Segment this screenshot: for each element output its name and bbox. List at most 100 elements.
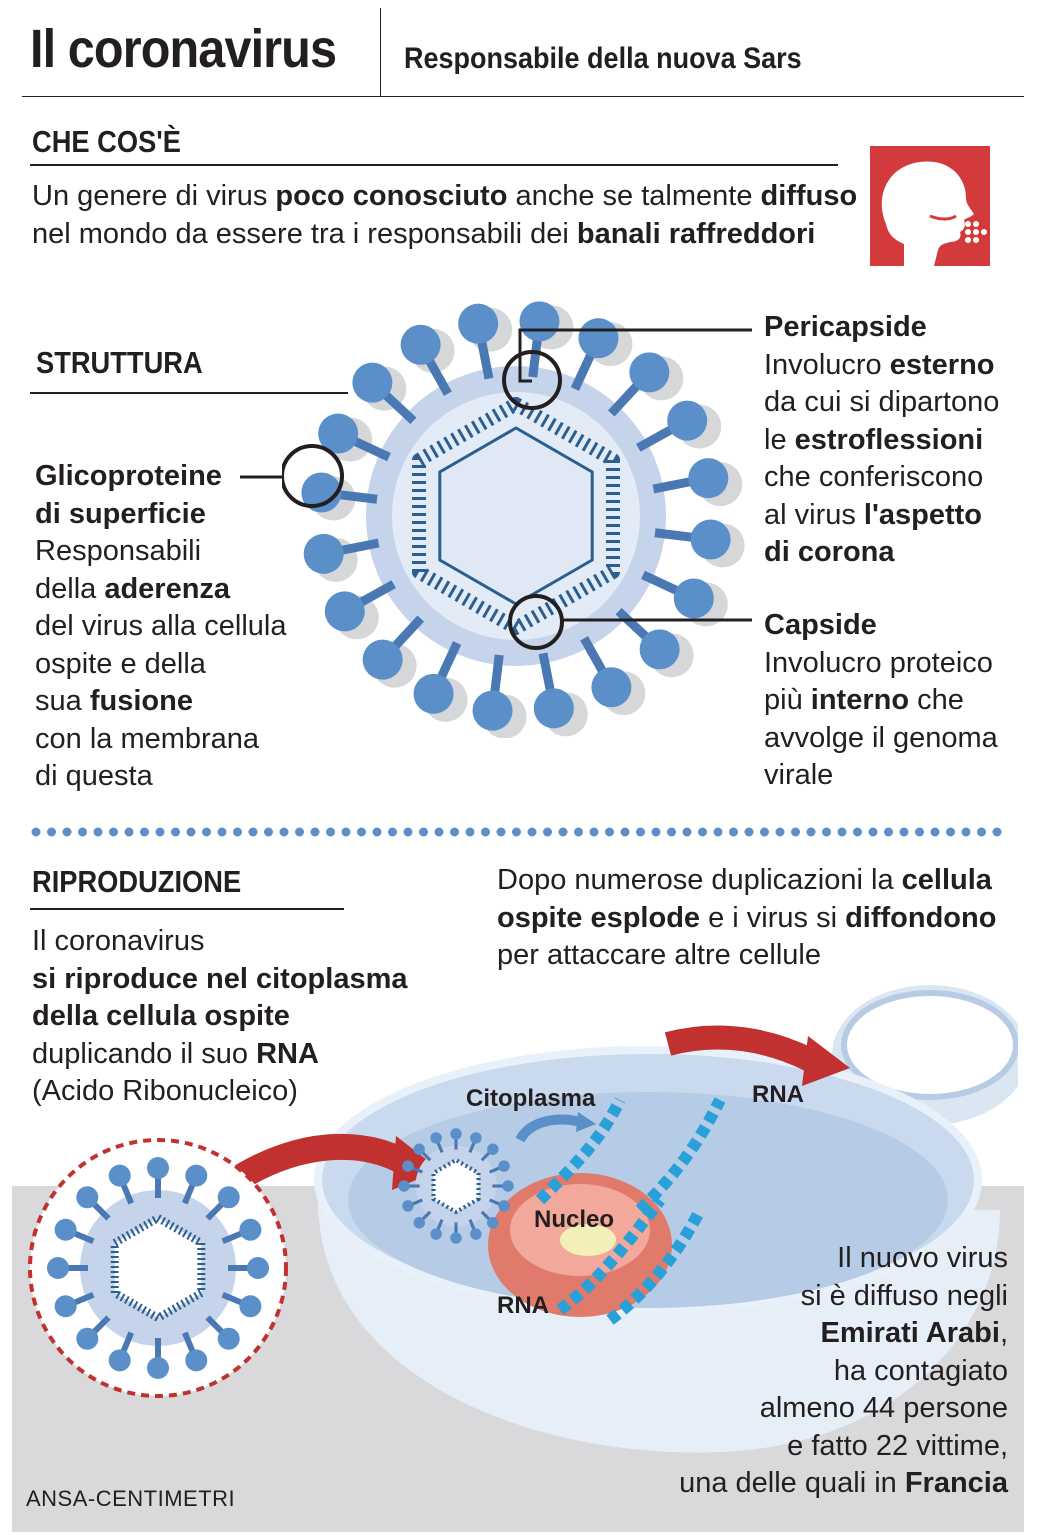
virus-spike-head [470, 1228, 482, 1240]
virus-spike-head [402, 1160, 414, 1172]
glycoprotein-head [639, 629, 680, 670]
virus-spike-head [76, 1186, 99, 1209]
text-line: si è diffuso negli [800, 1279, 1008, 1312]
virus-spike-head [108, 1349, 131, 1372]
glycoprotein-stem [607, 379, 644, 417]
virus-spike-head [185, 1164, 208, 1187]
title-divider [380, 8, 381, 96]
cell-reproduction-diagram [28, 985, 1040, 1453]
virus-spike-head [450, 1232, 462, 1244]
glycoprotein-head [578, 318, 619, 359]
glycoprotein-stem [348, 435, 391, 462]
text-line: Il nuovo virus [837, 1242, 1008, 1274]
text-line: ospite esplode e i virus si diffondono [497, 901, 997, 934]
virus-spike-head [217, 1186, 240, 1209]
virus-spike-head [430, 1228, 442, 1240]
glycoprotein-head [688, 458, 729, 499]
callout-glicoproteine [282, 444, 344, 508]
virus-spike-head [217, 1327, 240, 1350]
text-line: della cellula ospite [32, 1000, 290, 1032]
glycoprotein-head [362, 639, 403, 680]
coronavirus-structure-diagram [282, 301, 745, 738]
label-citoplasma: Citoplasma [466, 1085, 596, 1112]
glycoprotein-head [303, 533, 344, 574]
label-nucleo: Nucleo [534, 1206, 615, 1233]
text-line: ha contagiato [833, 1354, 1008, 1387]
virus-spike-head [398, 1180, 410, 1192]
capside-helix [412, 397, 620, 635]
label-line: sua fusione [35, 685, 193, 717]
label-line: che conferiscono [764, 461, 984, 493]
label-line: Involucro esterno [764, 348, 995, 381]
glycoprotein-stem [528, 334, 543, 378]
label-line: di corona [764, 536, 895, 568]
glycoprotein-head [458, 303, 499, 344]
glycoprotein-stem [336, 538, 380, 556]
glycoprotein-stem [636, 423, 678, 452]
label-line: avvolge il genoma [764, 721, 998, 754]
label-line: con la membrana [35, 722, 260, 755]
virus-spike-head [402, 1200, 414, 1212]
che-cose-text: Un genere di virus poco conosciuto anche… [32, 178, 857, 253]
text-line: (Acido Ribonucleico) [32, 1075, 298, 1107]
label-line: del virus alla cellula [35, 610, 287, 642]
callout-capside [508, 594, 564, 650]
text-line: Dopo numerose duplicazioni la cellula [497, 864, 992, 896]
page-title: Il coronavirus [30, 19, 337, 79]
virus-spike-head [498, 1200, 510, 1212]
glycoprotein-stem [354, 580, 396, 609]
label-line: Involucro proteico [764, 646, 993, 679]
che-cose-line-2: nel mondo da essere tra i responsabili d… [32, 217, 816, 250]
virus-spike-head [430, 1132, 442, 1144]
section-heading-riproduzione: RIPRODUZIONE [32, 864, 242, 899]
header-rule [22, 96, 1024, 97]
label-glicoproteine-title-2: di superficie [35, 497, 206, 530]
virus-spike-head [54, 1218, 77, 1241]
label-line: al virus l'aspetto [764, 498, 983, 531]
text-line: si riproduce nel citoplasma [32, 962, 408, 995]
section-heading-struttura: STRUTTURA [36, 345, 203, 380]
dotted-separator [31, 827, 1015, 837]
virus-spike-head [108, 1164, 131, 1187]
virus-spike-head [239, 1295, 262, 1318]
esplosione-text: Dopo numerose duplicazioni la cellula os… [497, 862, 996, 975]
virus-spike-head [487, 1217, 499, 1229]
virus-spike-head [185, 1349, 208, 1372]
label-line: Responsabili [35, 535, 202, 567]
glycoprotein-head [591, 667, 632, 708]
text-line: Il coronavirus [32, 925, 205, 957]
glycoprotein-head [400, 324, 441, 365]
text-line: e fatto 22 vittime, [787, 1429, 1008, 1462]
glycoprotein-head [673, 578, 714, 619]
glycoprotein-stem [423, 354, 452, 396]
label-pericapside: Pericapside Involucro esterno da cui si … [764, 309, 999, 572]
label-capside: Capside Involucro proteico più interno c… [764, 607, 998, 795]
label-line: da cui si dipartono [764, 386, 1000, 418]
glycoprotein-head [472, 690, 513, 731]
label-rna-arrow: RNA [752, 1081, 804, 1108]
virus-spike-head [413, 1217, 425, 1229]
text-line: una delle quali in Francia [679, 1467, 1008, 1499]
glycoprotein-head [629, 352, 670, 393]
virus-capsid [431, 1157, 481, 1215]
glycoprotein-head [690, 519, 731, 560]
glycoprotein-head [533, 688, 574, 729]
virus-spike-head [47, 1257, 69, 1279]
glycoprotein-head [318, 413, 359, 454]
section-rule [30, 164, 838, 166]
page-subtitle: Responsabile della nuova Sars [404, 42, 802, 75]
text-line: Emirati Arabi, [820, 1317, 1009, 1349]
virus-spike-head [450, 1128, 462, 1140]
virus-spike-head [487, 1143, 499, 1155]
virus-spike-head [498, 1160, 510, 1172]
section-heading-che-cose: CHE COS'È [32, 124, 181, 159]
label-line: le estroflessioni [764, 423, 984, 456]
glycoprotein-stem [334, 489, 378, 504]
glycoprotein-head [519, 301, 560, 342]
label-glicoproteine: Glicoproteine di superficie Responsabili… [35, 458, 286, 796]
label-rna-inside: RNA [497, 1292, 549, 1319]
glycoprotein-head [413, 673, 454, 714]
label-line: ospite e della [35, 647, 206, 680]
glycoprotein-head [352, 362, 393, 403]
glycoprotein-head [324, 591, 365, 632]
